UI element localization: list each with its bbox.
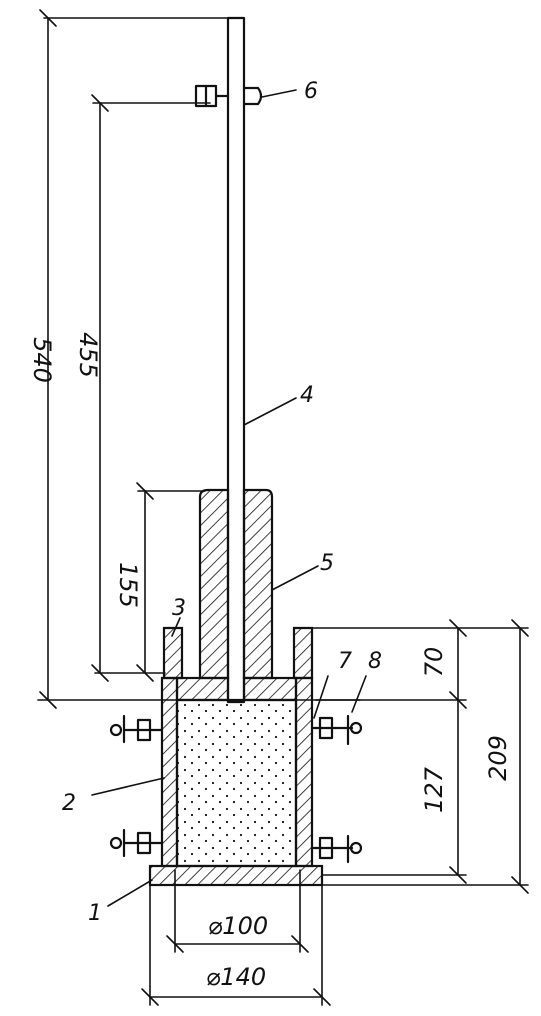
leader-lines <box>91 89 367 907</box>
collar <box>162 626 314 680</box>
dim-540: 540 <box>28 337 56 383</box>
rod <box>226 16 246 704</box>
dim-diameter-140: ⌀140 <box>206 963 266 991</box>
dim-209: 209 <box>484 735 512 781</box>
base-plate <box>148 864 324 887</box>
label-part-1: 1 <box>88 901 102 926</box>
dim-70: 70 <box>420 647 448 678</box>
label-part-5: 5 <box>320 551 334 576</box>
label-part-4: 4 <box>300 383 314 408</box>
part-labels: 1 2 3 4 5 6 7 8 <box>62 79 382 926</box>
dim-455: 455 <box>74 332 102 378</box>
piston-plate <box>175 676 298 702</box>
dim-diameter-100: ⌀100 <box>208 912 268 940</box>
label-part-8: 8 <box>368 649 382 674</box>
label-part-3: 3 <box>172 596 186 621</box>
dimension-texts: 540 455 155 70 127 209 ⌀100 ⌀140 <box>28 332 512 991</box>
label-part-7: 7 <box>338 649 352 674</box>
rod-clamp <box>194 84 263 108</box>
soil-sample <box>175 698 298 868</box>
dim-127: 127 <box>420 766 448 813</box>
dimension-lines <box>37 9 529 1006</box>
clamp-screws <box>109 714 363 864</box>
label-part-2: 2 <box>62 791 76 816</box>
label-part-6: 6 <box>304 79 318 104</box>
weight <box>198 488 274 680</box>
dim-155: 155 <box>114 562 142 608</box>
